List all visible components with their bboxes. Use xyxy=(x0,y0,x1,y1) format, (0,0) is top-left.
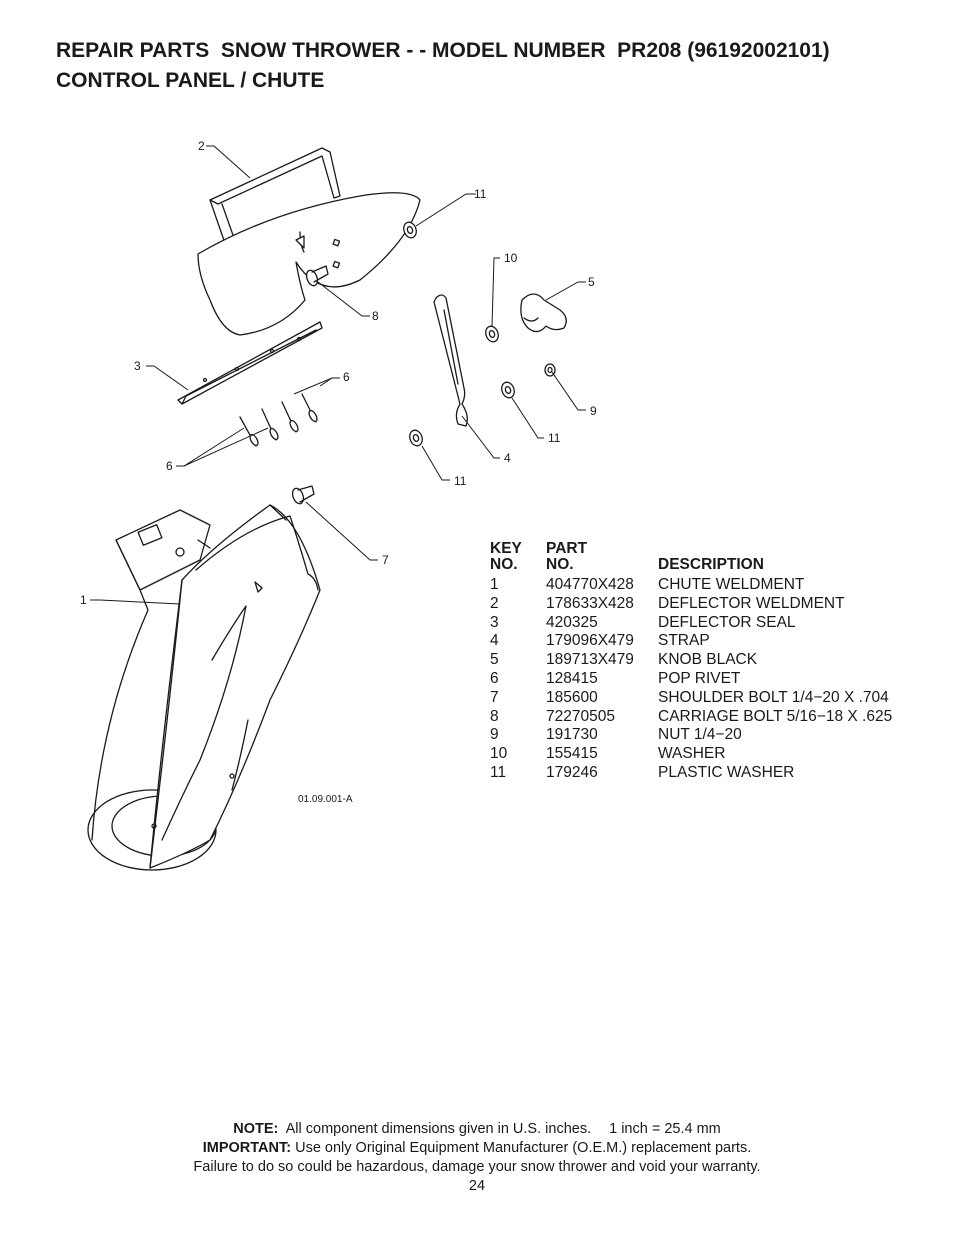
key-no-cell: 9 xyxy=(490,726,499,744)
callout-11-low: 11 xyxy=(454,474,467,488)
key-no-cell: 1 xyxy=(490,576,499,593)
key-no-cell: 3 xyxy=(490,613,499,631)
key-no-cell: 5 xyxy=(490,651,499,669)
description-cell: WASHER xyxy=(658,745,726,763)
important-text: Use only Original Equipment Manufacturer… xyxy=(295,1140,752,1156)
callout-8: 8 xyxy=(372,309,379,323)
title-line-2: CONTROL PANEL / CHUTE xyxy=(56,69,325,92)
key-no-cell: 10 xyxy=(490,745,508,763)
callout-7: 7 xyxy=(382,553,389,567)
callout-11-mid: 11 xyxy=(548,431,561,445)
knob-drawing xyxy=(520,293,567,333)
description-cell: PLASTIC WASHER xyxy=(658,763,795,781)
callout-9: 9 xyxy=(590,404,597,418)
description-cell: SHOULDER BOLT 1/4−20 X .704 xyxy=(658,688,889,706)
carriage-bolt-drawing xyxy=(305,265,329,287)
callout-2: 2 xyxy=(198,139,205,153)
part-no-cell: 189713X479 xyxy=(546,651,634,669)
deflector-seal-drawing xyxy=(177,321,323,405)
pop-rivets-drawing xyxy=(239,393,318,447)
washer-11-low-drawing xyxy=(409,429,423,447)
key-no-cell: 7 xyxy=(490,688,499,706)
description-cell: KNOB BLACK xyxy=(658,651,758,669)
part-no-cell: 404770X428 xyxy=(546,576,634,593)
key-no-cell: 6 xyxy=(490,669,499,687)
key-no-cell: 4 xyxy=(490,632,499,650)
callout-5: 5 xyxy=(588,275,595,289)
parts-row: 6 128415 POP RIVET xyxy=(490,670,892,689)
note-label: NOTE: xyxy=(233,1121,279,1137)
part-no-cell: 178633X428 xyxy=(546,594,634,612)
description-cell: CARRIAGE BOLT 5/16−18 X .625 xyxy=(658,707,893,725)
title-line-1: REPAIR PARTS SNOW THROWER - - MODEL NUMB… xyxy=(56,39,830,62)
callout-3: 3 xyxy=(134,359,141,373)
key-no-cell: 8 xyxy=(490,707,499,725)
key-no-cell: 11 xyxy=(490,763,507,781)
callout-10: 10 xyxy=(504,251,518,265)
part-no-cell: 128415 xyxy=(546,669,598,687)
conversion-text: 1 inch = 25.4 mm xyxy=(609,1121,721,1137)
note-text: All component dimensions given in U.S. i… xyxy=(285,1121,592,1137)
important-label: IMPORTANT: xyxy=(202,1140,292,1156)
description-cell: STRAP xyxy=(658,632,710,650)
callout-6-left: 6 xyxy=(166,459,173,473)
drawing-number: 01.09.001-A xyxy=(298,794,353,805)
part-no-cell: 185600 xyxy=(546,688,598,706)
description-cell: DEFLECTOR SEAL xyxy=(658,613,796,631)
strap-drawing xyxy=(433,294,468,427)
page-title: REPAIR PARTS SNOW THROWER - - MODEL NUMB… xyxy=(56,36,916,96)
washer-10-drawing xyxy=(485,325,499,343)
header-description: DESCRIPTION xyxy=(658,555,764,573)
part-no-cell: 155415 xyxy=(546,745,598,763)
callout-1: 1 xyxy=(80,593,87,607)
key-no-cell: 2 xyxy=(490,594,499,612)
callout-6-right: 6 xyxy=(343,370,350,384)
part-no-cell: 72270505 xyxy=(546,707,615,725)
deflector-weldment-drawing xyxy=(197,147,421,336)
parts-row: 9 191730 NUT 1/4−20 xyxy=(490,726,892,745)
parts-row: 5 189713X479 KNOB BLACK xyxy=(490,651,892,670)
parts-row: 4 179096X479 STRAP xyxy=(490,632,892,651)
callout-11-top: 11 xyxy=(474,187,487,201)
page-number: 24 xyxy=(468,1178,486,1194)
part-no-cell: 179246 xyxy=(546,763,598,781)
description-cell: POP RIVET xyxy=(658,669,741,687)
chute-weldment-drawing xyxy=(87,504,321,871)
washer-11-mid-drawing xyxy=(501,381,515,399)
washer-11-top-drawing xyxy=(403,221,417,239)
part-no-cell: 179096X479 xyxy=(546,632,634,650)
callout-4: 4 xyxy=(504,451,511,465)
parts-row: 8 72270505 CARRIAGE BOLT 5/16−18 X .625 xyxy=(490,708,892,727)
parts-row: 2 178633X428 DEFLECTOR WELDMENT xyxy=(490,595,892,614)
part-no-cell: 420325 xyxy=(546,613,598,631)
shoulder-bolt-drawing xyxy=(291,485,315,505)
parts-row: 11 179246 PLASTIC WASHER xyxy=(490,764,892,783)
important-line: IMPORTANT: Use only Original Equipment M… xyxy=(0,1139,954,1158)
description-cell: CHUTE WELDMENT xyxy=(658,576,805,593)
footer-notes: NOTE: All component dimensions given in … xyxy=(0,1120,954,1196)
note-line: NOTE: All component dimensions given in … xyxy=(0,1120,954,1139)
parts-row: 3 420325 DEFLECTOR SEAL xyxy=(490,614,892,633)
leader-lines xyxy=(90,145,586,605)
parts-row: 10 155415 WASHER xyxy=(490,745,892,764)
parts-row: 1 404770X428 CHUTE WELDMENT xyxy=(490,576,892,595)
part-no-cell: 191730 xyxy=(546,726,598,744)
parts-row: 7 185600 SHOULDER BOLT 1/4−20 X .704 xyxy=(490,689,892,708)
description-cell: NUT 1/4−20 xyxy=(658,726,742,744)
warning-line: Failure to do so could be hazardous, dam… xyxy=(193,1159,761,1175)
description-cell: DEFLECTOR WELDMENT xyxy=(658,594,845,612)
